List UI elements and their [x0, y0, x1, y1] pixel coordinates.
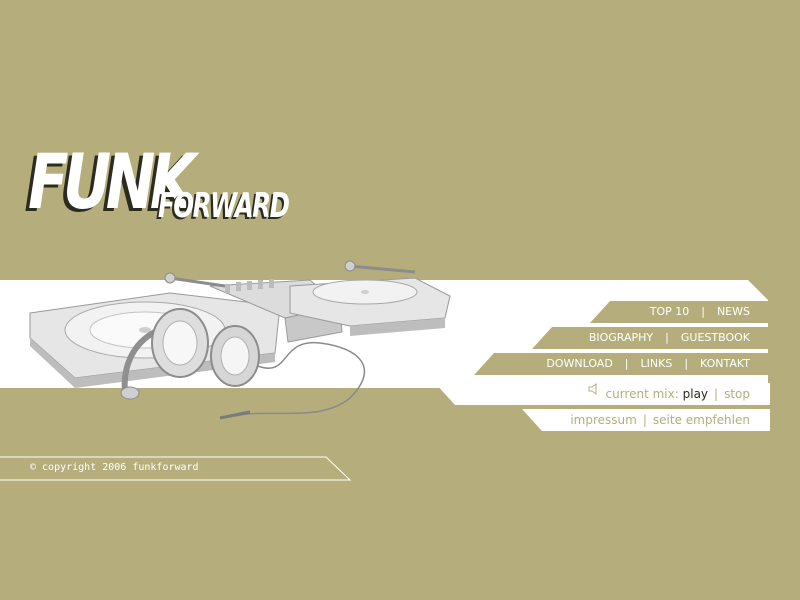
- nav-kontakt-link[interactable]: KONTAKT: [700, 357, 750, 370]
- current-mix-label: current mix:: [605, 387, 679, 401]
- funkforward-logo[interactable]: FUNK FORWARD: [28, 140, 298, 235]
- nav-bar-2: BIOGRAPHY | GUESTBOOK: [532, 327, 770, 349]
- nav-biography-link[interactable]: BIOGRAPHY: [588, 331, 654, 344]
- footer-separator: |: [642, 413, 647, 427]
- footer-links-bar: impressum | seite empfehlen: [522, 409, 770, 431]
- impressum-link[interactable]: impressum: [570, 413, 637, 427]
- play-button[interactable]: play: [682, 387, 709, 401]
- turntables-illustration: [20, 258, 460, 428]
- nav-download-link[interactable]: DOWNLOAD: [546, 357, 613, 370]
- player-separator: |: [714, 387, 719, 401]
- copyright-text: © copyright 2006 funkforward: [30, 462, 199, 473]
- seite-empfehlen-link[interactable]: seite empfehlen: [652, 413, 750, 427]
- logo-word-forward: FORWARD: [158, 186, 290, 226]
- music-player-bar: current mix: play | stop: [435, 383, 770, 405]
- nav-news-link[interactable]: NEWS: [716, 305, 750, 318]
- nav-bar-3: DOWNLOAD | LINKS | KONTAKT: [474, 353, 770, 375]
- nav-top10-link[interactable]: TOP 10: [649, 305, 690, 318]
- speaker-icon[interactable]: [588, 383, 602, 400]
- nav-separator: |: [684, 357, 689, 370]
- nav-separator: |: [665, 331, 669, 344]
- nav-links-link[interactable]: LINKS: [640, 357, 673, 370]
- nav-bar-1: TOP 10 | NEWS: [590, 301, 770, 323]
- copyright-bar: © copyright 2006 funkforward: [0, 456, 352, 482]
- nav-separator: |: [701, 305, 705, 318]
- nav-guestbook-link[interactable]: GUESTBOOK: [680, 331, 750, 344]
- logo-word-funk: FUNK: [28, 137, 196, 226]
- stop-button[interactable]: stop: [724, 387, 750, 401]
- nav-separator: |: [624, 357, 629, 370]
